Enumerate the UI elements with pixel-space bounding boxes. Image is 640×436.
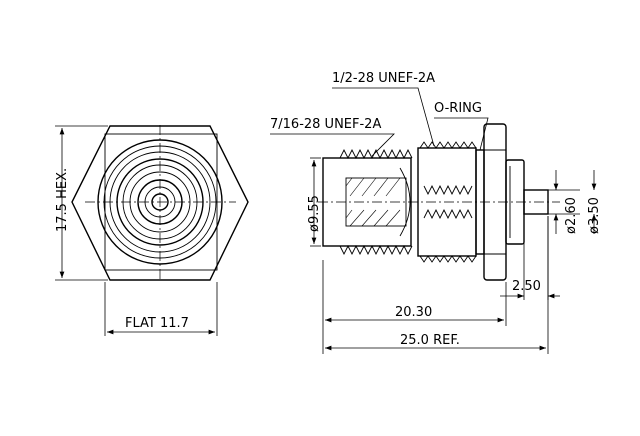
oring-leader — [434, 117, 489, 151]
large-thread-teeth-bottom — [419, 255, 477, 263]
small-thread-teeth-bottom — [339, 244, 413, 256]
hex-nut-outline — [71, 125, 249, 281]
oring-label: O-RING — [434, 101, 482, 116]
small-section-hatching — [345, 177, 401, 227]
bore-diameter-label: ø9.55 — [307, 195, 322, 232]
large-thread-teeth-top — [419, 141, 477, 149]
flange-diameter-label: ø3.50 — [587, 197, 602, 234]
side-view: ø9.55 ø2.60 ø3.50 2.50 20.30 25.0 REF. 1… — [270, 71, 602, 354]
body-length-label: 20.30 — [395, 305, 432, 320]
large-thread-leader — [332, 87, 435, 147]
pin-length-label: 2.50 — [512, 279, 541, 294]
pin-diameter-label: ø2.60 — [564, 197, 579, 234]
small-thread-label: 7/16-28 UNEF-2A — [270, 117, 381, 132]
overall-length-label: 25.0 REF. — [400, 333, 460, 348]
small-thread-teeth-top — [339, 148, 413, 160]
small-thread-leader — [270, 133, 395, 157]
front-view: 17.5 HEX. FLAT 11.7 — [55, 125, 249, 336]
large-thread-label: 1/2-28 UNEF-2A — [332, 71, 435, 86]
hex-dimension-label: 17.5 HEX. — [55, 168, 70, 232]
flat-dimension-label: FLAT 11.7 — [125, 316, 189, 331]
